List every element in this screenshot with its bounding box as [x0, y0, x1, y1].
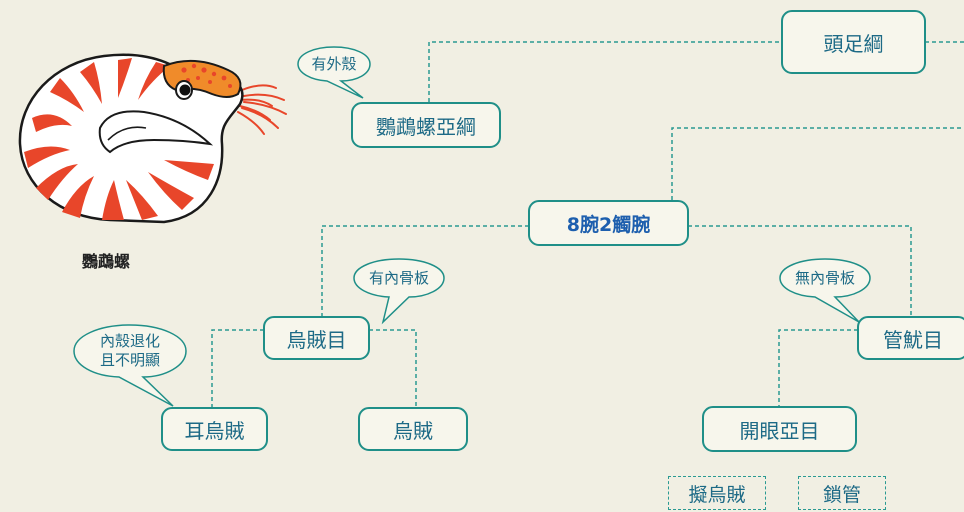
callout-has-shell: 有外殼: [297, 46, 371, 99]
shell-aperture: [98, 110, 214, 154]
node-loligo[interactable]: 鎖管: [798, 476, 886, 510]
shell-stripes: [24, 58, 214, 220]
node-sepiolida[interactable]: 耳烏賊: [161, 407, 268, 451]
callout-has-inner-bone: 有內骨板: [353, 258, 445, 325]
nautilus-illustration: [18, 53, 287, 224]
node-cephalopoda[interactable]: 頭足綱: [781, 10, 926, 74]
callout-no-inner-bone: 無內骨板: [779, 258, 871, 323]
nautilus-tentacles: [237, 84, 287, 135]
node-bigfin-reef-squid[interactable]: 擬烏賊: [668, 476, 766, 510]
node-cuttlefish[interactable]: 烏賊: [358, 407, 468, 451]
node-oegopsida[interactable]: 開眼亞目: [702, 406, 857, 452]
callout-shell-reduced: 內殼退化 且不明顯: [73, 324, 187, 407]
node-eight-arms-two-tentacles[interactable]: 8腕2觸腕: [528, 200, 689, 246]
node-sepiida[interactable]: 烏賊目: [263, 316, 370, 360]
node-teuthida[interactable]: 管魷目: [857, 316, 964, 360]
node-nautiloidea[interactable]: 鸚鵡螺亞綱: [351, 102, 501, 148]
illustration-caption: 鸚鵡螺: [82, 252, 131, 271]
